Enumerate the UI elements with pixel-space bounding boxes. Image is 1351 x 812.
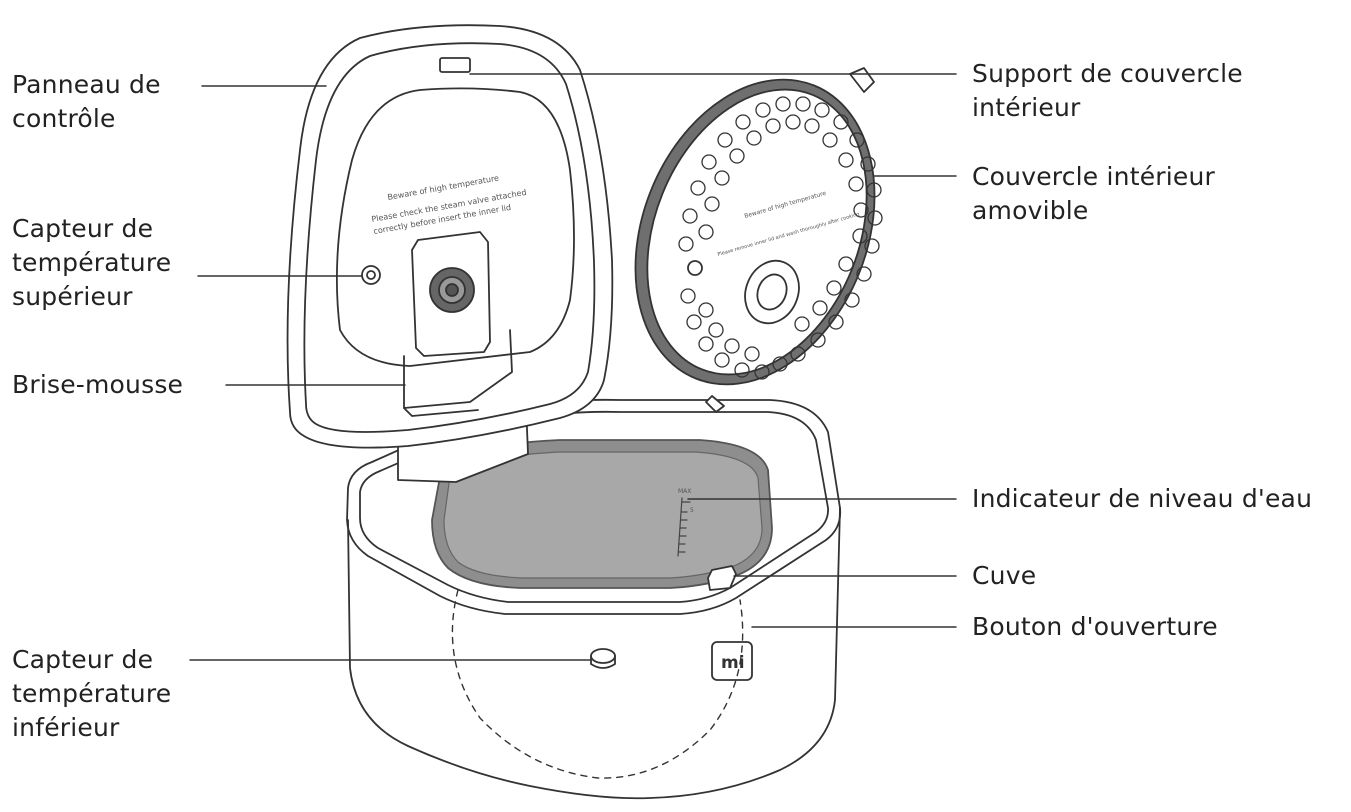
label-water-level: Indicateur de niveau d'eau: [972, 482, 1312, 516]
label-top-sensor: Capteur de température supérieur: [12, 212, 171, 314]
removable-inner-lid: [592, 44, 918, 421]
label-line: inférieur: [12, 711, 171, 745]
label-line: Capteur de: [12, 643, 171, 677]
label-line: Brise-mousse: [12, 368, 183, 402]
scale-top-label: MAX: [678, 488, 691, 495]
label-open-button: Bouton d'ouverture: [972, 610, 1218, 644]
label-anti-foam: Brise-mousse: [12, 368, 183, 402]
label-line: supérieur: [12, 280, 171, 314]
label-line: intérieur: [972, 91, 1243, 125]
label-line: Indicateur de niveau d'eau: [972, 482, 1312, 516]
label-line: Support de couvercle: [972, 57, 1243, 91]
label-pot: Cuve: [972, 559, 1036, 593]
label-line: Capteur de: [12, 212, 171, 246]
open-button-logo: mi: [721, 653, 745, 673]
label-line: Couvercle intérieur: [972, 160, 1215, 194]
label-line: Panneau de: [12, 68, 161, 102]
scale-side-label: 5: [690, 507, 694, 514]
cooker-lid: [288, 25, 613, 482]
label-line: température: [12, 246, 171, 280]
bottom-sensor: [591, 649, 615, 663]
label-line: température: [12, 677, 171, 711]
label-removable-inner-lid: Couvercle intérieur amovible: [972, 160, 1215, 228]
label-control-panel: Panneau de contrôle: [12, 68, 161, 136]
label-inner-lid-holder: Support de couvercle intérieur: [972, 57, 1243, 125]
label-line: contrôle: [12, 102, 161, 136]
label-bottom-sensor: Capteur de température inférieur: [12, 643, 171, 745]
label-line: Cuve: [972, 559, 1036, 593]
label-line: Bouton d'ouverture: [972, 610, 1218, 644]
label-line: amovible: [972, 194, 1215, 228]
inner-lid-tab: [850, 68, 874, 92]
